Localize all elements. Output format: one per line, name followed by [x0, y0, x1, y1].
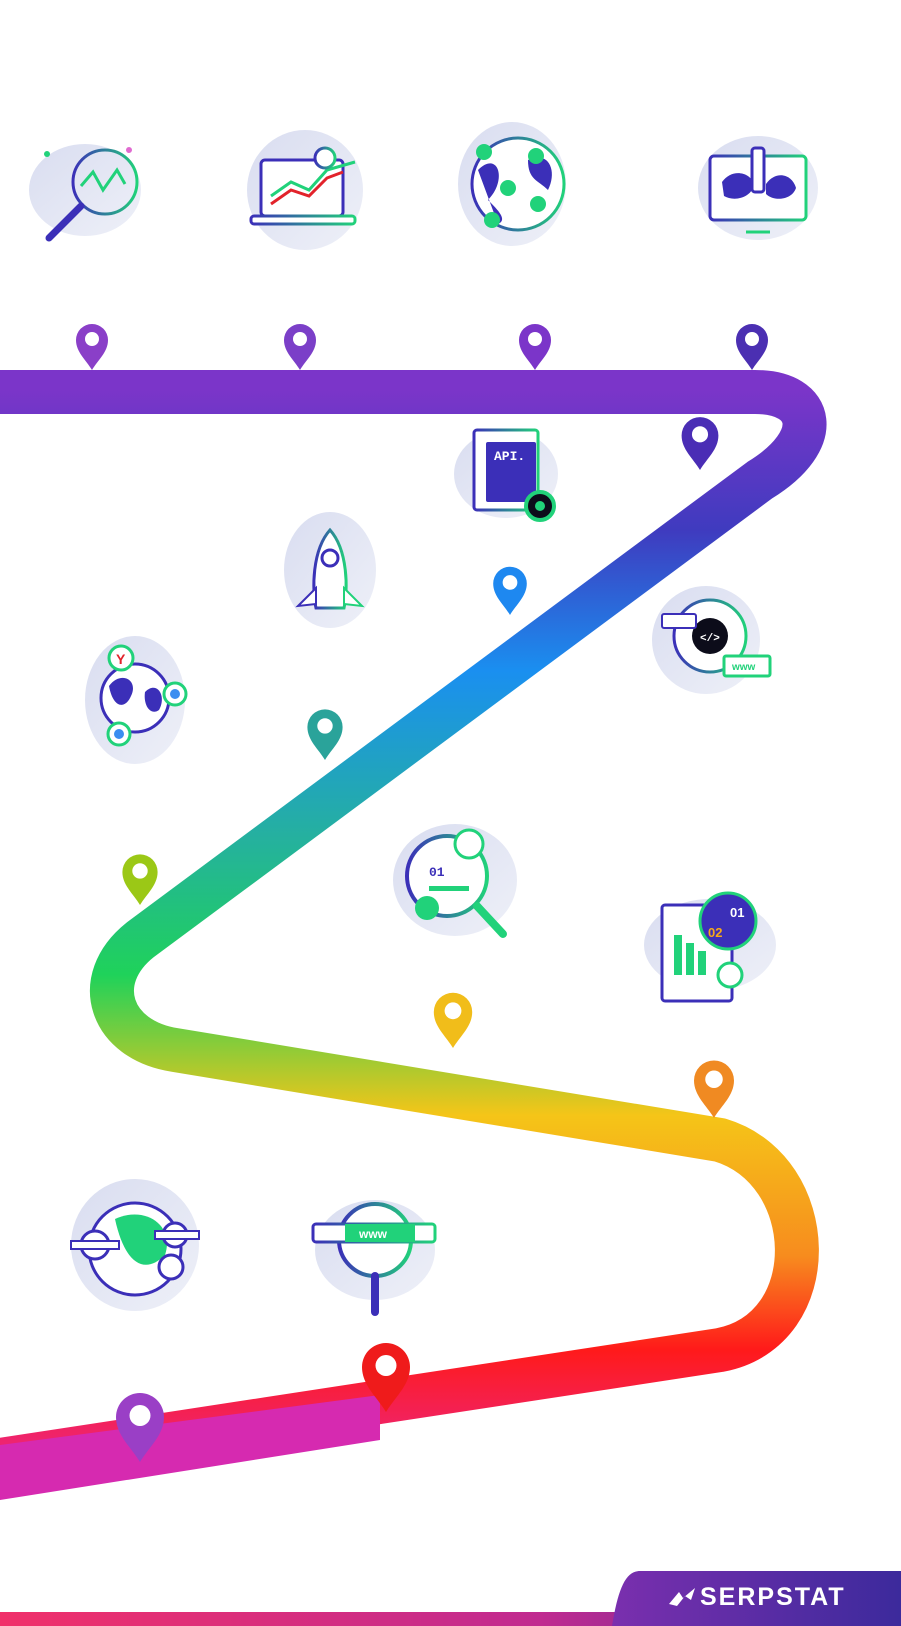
map-pin-icon — [519, 324, 551, 370]
laptop-analytics-icon — [247, 130, 363, 250]
map-pin-icon — [122, 854, 158, 905]
api-label: API. — [494, 449, 525, 464]
yandex-glyph: Y — [116, 651, 126, 667]
serpstat-logo-icon — [669, 1588, 695, 1606]
www-search-label: www — [358, 1227, 388, 1241]
globe-browsers-icon: Y — [85, 636, 188, 764]
code-symbol: </> — [700, 633, 720, 645]
report-dashboard-icon: 01 02 — [644, 891, 776, 1003]
api-settings-icon: API. — [454, 428, 558, 522]
report-label-2: 02 — [708, 925, 722, 940]
brand-name: SERPSTAT — [700, 1583, 846, 1611]
map-pin-icon — [76, 324, 108, 370]
map-pin-icon — [433, 992, 473, 1048]
map-pin-icon — [493, 566, 527, 615]
roadmap-road-end — [0, 1395, 380, 1500]
www-label: www — [731, 662, 756, 673]
data-label: 01 — [429, 865, 445, 880]
magnifier-chart-icon — [29, 144, 141, 242]
roadmap-road — [0, 370, 827, 1482]
map-pin-icon — [307, 709, 343, 760]
map-pin-icon — [362, 1343, 410, 1412]
rocket-icon — [284, 512, 376, 628]
search-data-icon: 01 — [393, 824, 517, 938]
map-pin-icon — [681, 417, 719, 470]
monitor-wrench-map-icon — [698, 136, 818, 240]
brand-badge — [612, 1571, 901, 1626]
code-gear-icon: </> www — [652, 586, 772, 694]
map-pin-icon — [284, 324, 316, 370]
www-search-icon: www — [311, 1200, 437, 1316]
map-pin-icon — [116, 1393, 164, 1462]
report-label-1: 01 — [730, 905, 744, 920]
map-pin-icon — [736, 324, 768, 370]
globe-checkmarks-icon — [458, 122, 566, 246]
map-pin-icon — [694, 1060, 734, 1118]
globe-pins-icon — [70, 1179, 200, 1311]
